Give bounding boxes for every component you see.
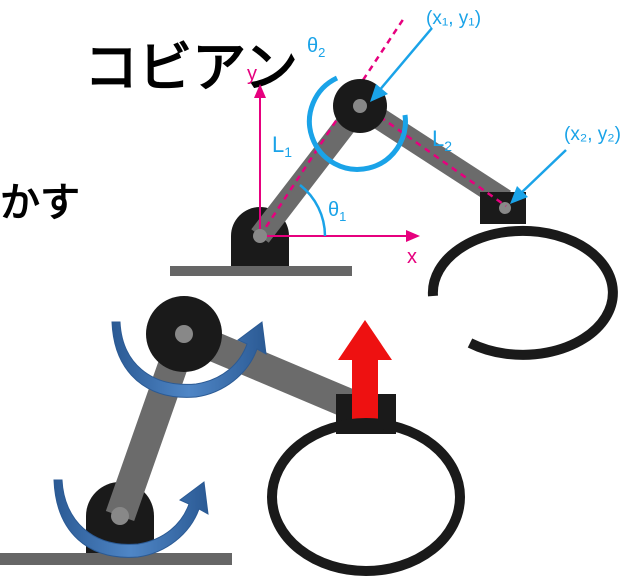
theta-2-subscript: 2 — [318, 45, 325, 60]
link-2-subscript: 2 — [444, 138, 452, 154]
point-1-label: (x₁, y₁) — [426, 8, 481, 29]
theta-1-arc — [299, 184, 327, 237]
torque-diagram — [0, 296, 465, 576]
link-2-letter: L — [432, 126, 444, 151]
link-1-subscript: 1 — [284, 144, 292, 160]
slide-text-fragment: かす — [0, 180, 80, 226]
y-axis-arrowhead — [254, 84, 266, 98]
ring-gripper-icon — [427, 225, 618, 360]
curved-arrow-icon-elbow — [111, 321, 267, 398]
y-axis-label: y — [247, 63, 257, 85]
link-1-bar — [251, 99, 369, 243]
top-gripper-pin — [499, 202, 511, 214]
theta-2-letter: θ — [307, 35, 318, 57]
kinematics-diagram: y x L1 L2 θ1 θ2 (x₁, y₁) (x₂, y₂) — [170, 8, 621, 360]
point-2-label: (x₂, y₂) — [564, 124, 621, 145]
link-2-bar — [354, 96, 511, 210]
link-1-letter: L — [272, 132, 284, 157]
lift-arrow-shaft — [352, 358, 378, 420]
theta-2-label: θ2 — [307, 35, 325, 60]
slide-title-fragment: コビアン — [84, 36, 298, 99]
point-2-arrowhead — [510, 186, 528, 204]
x-axis-label: x — [407, 246, 417, 268]
theta-2-arc — [307, 75, 408, 172]
link-1-label: L1 — [272, 132, 292, 160]
link-2-centerline — [361, 102, 507, 208]
bottom-elbow-joint-pin — [175, 325, 193, 343]
curved-arrow-icon-base — [53, 479, 209, 558]
bottom-ring-gripper-icon — [267, 418, 465, 576]
bottom-base-plate — [0, 553, 232, 565]
link-2-label: L2 — [432, 126, 452, 154]
point-1-arrowhead — [370, 84, 388, 102]
point-2-pointer — [519, 149, 567, 195]
theta-1-label: θ1 — [328, 199, 346, 224]
elbow-joint-pin — [353, 99, 367, 113]
base-joint-pin — [253, 229, 267, 243]
theta-1-letter: θ — [328, 199, 339, 221]
point-1-pointer — [377, 27, 433, 93]
bottom-base-joint-pin — [111, 507, 129, 525]
x-axis-arrowhead — [406, 230, 420, 242]
up-arrow-icon — [338, 320, 392, 360]
theta-1-subscript: 1 — [339, 209, 346, 224]
top-base-plate — [170, 266, 352, 276]
